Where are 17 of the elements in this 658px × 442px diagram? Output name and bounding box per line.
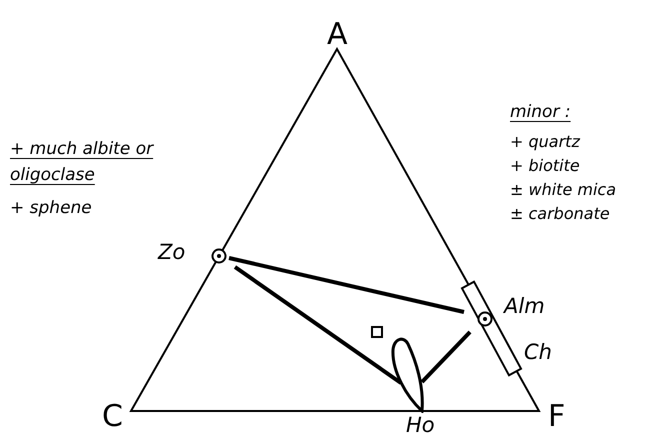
- label-text: F: [548, 398, 566, 436]
- node-label: Ho: [406, 415, 435, 436]
- tie-line: [228, 256, 464, 314]
- label-text: C: [102, 398, 123, 436]
- tie-line: [420, 330, 472, 384]
- label-text: minor :: [510, 101, 571, 124]
- label-text: ± carbonate: [510, 203, 610, 225]
- label-text: + quartz: [510, 131, 580, 153]
- label-text: + much albite or oligoclase: [10, 138, 155, 187]
- tie-line: [234, 265, 402, 385]
- label-text: + sphene: [10, 197, 92, 220]
- node-label: Ch: [524, 342, 552, 363]
- label-text: A: [327, 16, 348, 54]
- label-text: ± white mica: [510, 179, 616, 201]
- node-label: Zo: [158, 242, 186, 263]
- node-label: Alm: [504, 296, 545, 317]
- label-text: + biotite: [510, 155, 580, 177]
